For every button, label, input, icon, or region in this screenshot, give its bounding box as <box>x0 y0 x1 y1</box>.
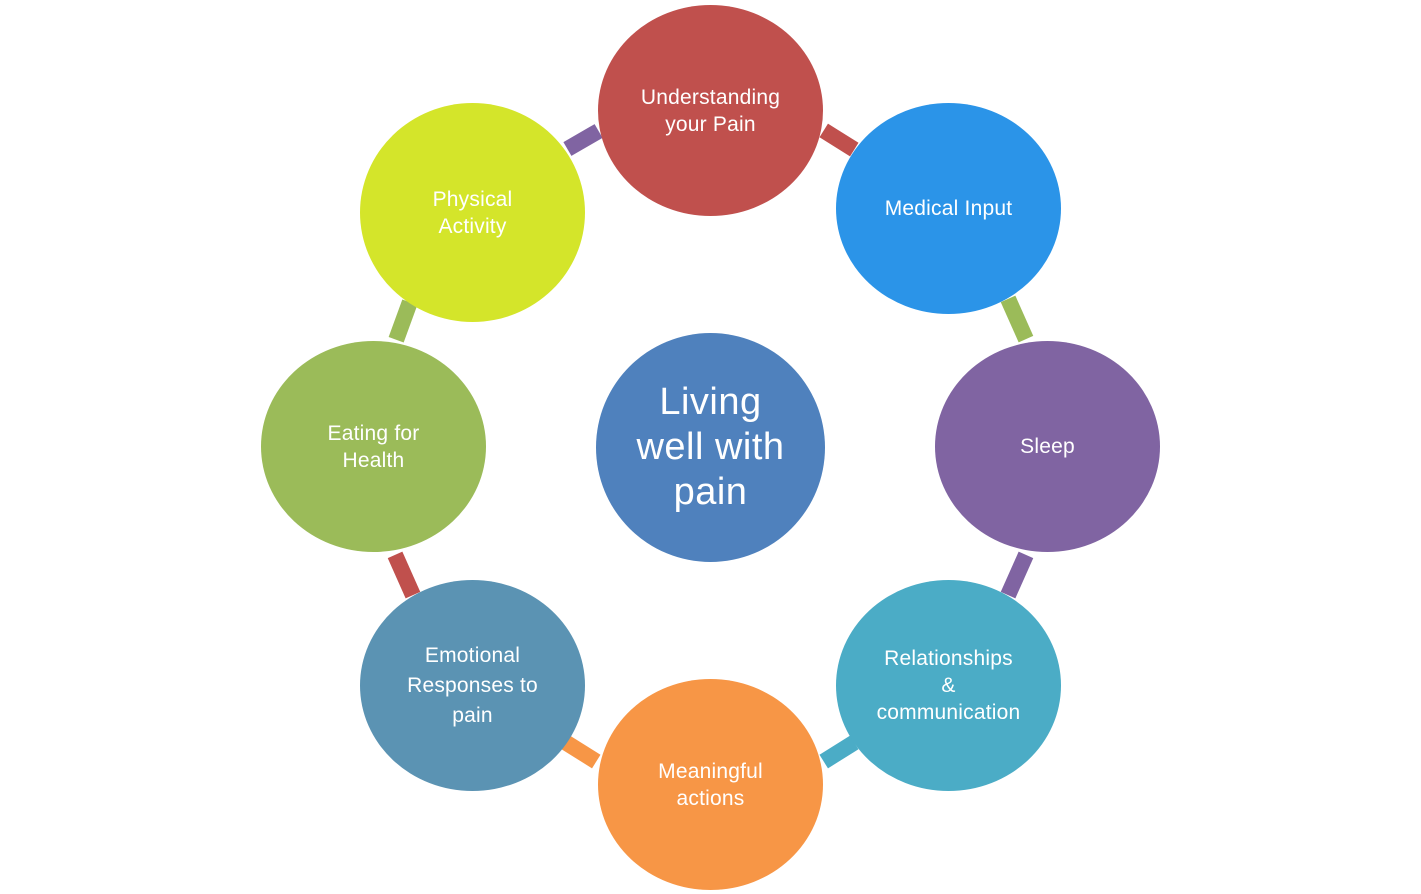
node-medical-label: Medical Input <box>884 197 1013 220</box>
center-node-living-well: Living well with pain <box>596 333 825 562</box>
node-eating-label: Eating for Health <box>327 421 420 472</box>
node-sleep-label: Sleep <box>1020 435 1075 458</box>
node-physical-activity: Physical Activity <box>360 103 585 322</box>
node-understanding-label: Understanding your Pain <box>640 85 781 136</box>
node-meaningful-label: Meaningful actions <box>658 759 763 810</box>
connector-medical-sleep <box>1000 295 1034 343</box>
node-emotional-responses: Emotional Responses to pain <box>360 580 585 791</box>
center-node-label: Living well with pain <box>636 381 785 513</box>
connector-understanding-medical <box>819 123 859 157</box>
connector-eating-physical <box>388 299 418 343</box>
connector-meaningful-emotional <box>561 735 601 769</box>
node-understanding-your-pain: Understanding your Pain <box>598 5 823 216</box>
node-relationships-label: Relationships & communication <box>876 647 1021 724</box>
connector-emotional-eating <box>387 551 421 599</box>
node-relationships-communication: Relationships & communication <box>836 580 1061 791</box>
node-emotional-label: Emotional Responses to pain <box>407 643 538 727</box>
connector-physical-understanding <box>563 124 603 156</box>
node-sleep: Sleep <box>935 341 1160 552</box>
node-meaningful-actions: Meaningful actions <box>598 679 823 890</box>
node-physical-label: Physical Activity <box>432 187 513 238</box>
connector-sleep-relationships <box>1000 551 1034 599</box>
node-medical-input: Medical Input <box>836 103 1061 314</box>
node-eating-for-health: Eating for Health <box>261 341 486 552</box>
connector-relationships-meaningful <box>819 735 859 769</box>
